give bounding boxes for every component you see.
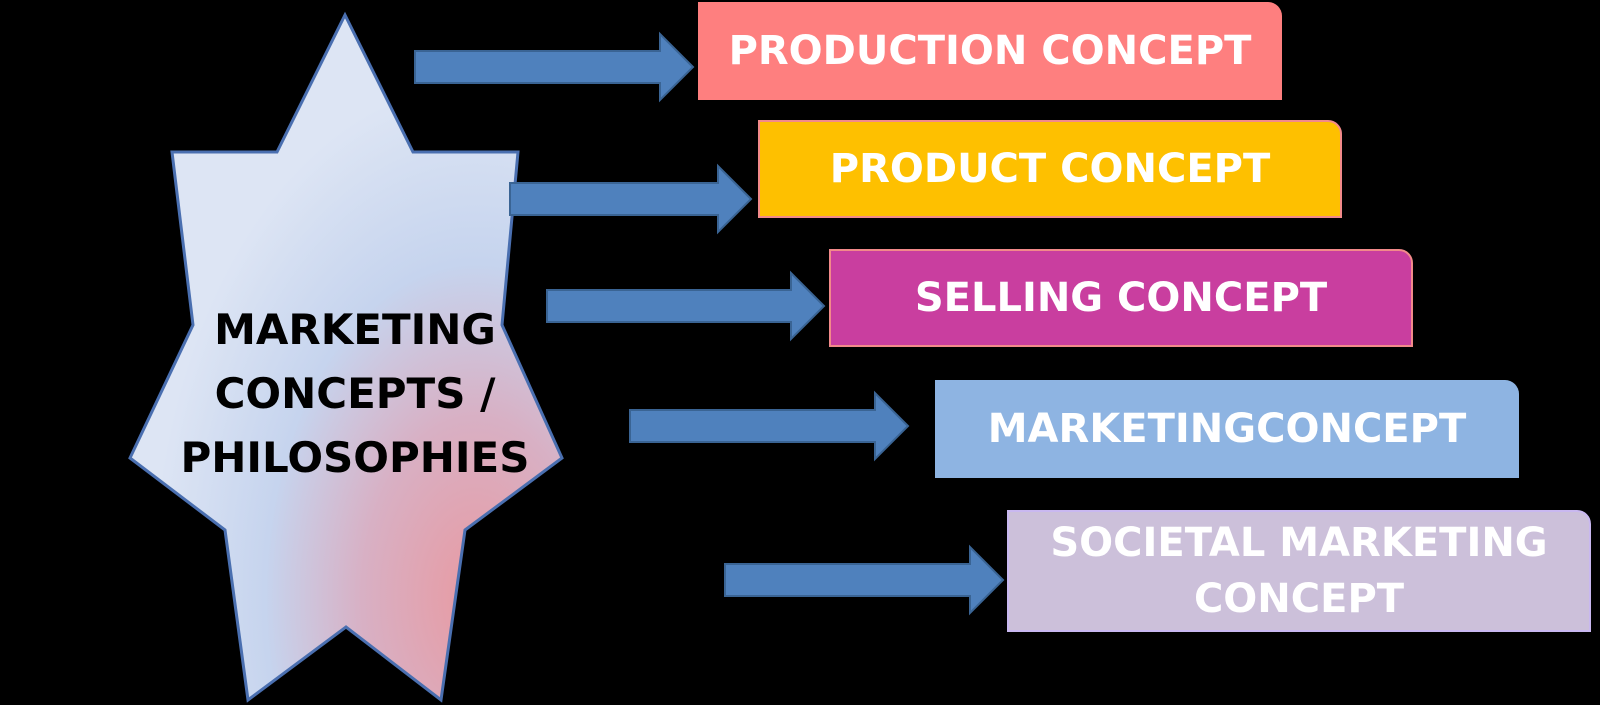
center-title-line-1: MARKETING xyxy=(214,305,496,354)
concept-label-product: PRODUCT CONCEPT xyxy=(829,146,1271,192)
center-title-line-2: CONCEPTS / xyxy=(214,369,496,418)
concept-box-product: PRODUCT CONCEPT xyxy=(758,120,1342,218)
arrow-societal xyxy=(724,544,1005,616)
arrow-production xyxy=(414,31,695,103)
arrow-selling xyxy=(546,270,826,342)
center-title: MARKETING CONCEPTS / PHILOSOPHIES xyxy=(175,298,535,490)
concept-box-production: PRODUCTION CONCEPT xyxy=(698,2,1282,100)
concept-label-marketing: MARKETINGCONCEPT xyxy=(987,406,1467,452)
concept-box-selling: SELLING CONCEPT xyxy=(829,249,1413,347)
concept-box-societal-marketing: SOCIETAL MARKETING CONCEPT xyxy=(1007,510,1591,632)
center-title-line-3: PHILOSOPHIES xyxy=(180,433,530,482)
concept-label-selling: SELLING CONCEPT xyxy=(914,275,1328,321)
concept-box-marketing: MARKETINGCONCEPT xyxy=(935,380,1519,478)
concept-label-societal-marketing: SOCIETAL MARKETING CONCEPT xyxy=(1050,520,1548,622)
concept-label-production: PRODUCTION CONCEPT xyxy=(728,28,1252,74)
arrow-product xyxy=(509,163,753,235)
arrow-marketing xyxy=(629,390,910,462)
